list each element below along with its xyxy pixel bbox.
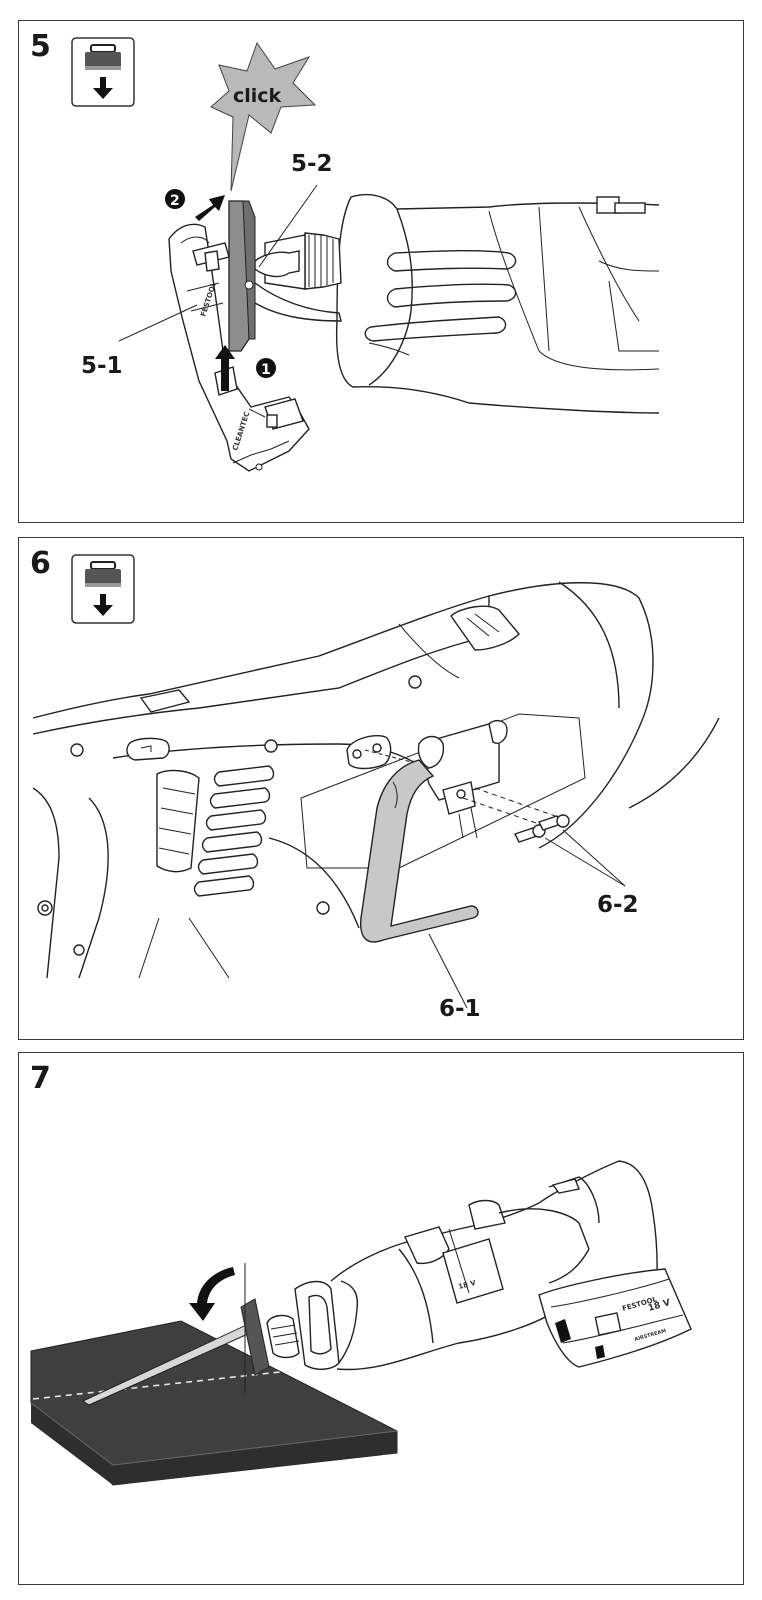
label-5-1: 5-1 — [81, 353, 123, 379]
label-6-1: 6-1 — [439, 996, 481, 1022]
battery-remove-icon — [71, 37, 135, 107]
saw-attachment-illustration: click FESTOOL CLEANTEC — [81, 41, 660, 472]
step-number: 6 — [30, 546, 51, 581]
label-5-2: 5-2 — [291, 151, 333, 177]
saw-handle-illustration: 6-2 6-1 — [32, 581, 720, 1022]
step-2-number: 2 — [170, 193, 180, 209]
panel-step-5: 5 click — [18, 20, 744, 523]
rotate-arrow-icon — [189, 1267, 235, 1321]
battery-remove-icon — [71, 554, 135, 624]
step-number: 5 — [30, 29, 51, 64]
bow-handle — [360, 759, 479, 943]
panel-step-6: 6 — [18, 537, 744, 1040]
step-number: 7 — [30, 1061, 51, 1096]
click-burst — [210, 41, 317, 192]
panel-step-7: 7 18 V — [18, 1052, 744, 1585]
label-6-2: 6-2 — [597, 892, 639, 918]
arrow-up-icon — [215, 345, 235, 391]
step-1-number: 1 — [261, 362, 271, 378]
arrow-diagonal-icon — [195, 195, 225, 221]
sawing-illustration: 18 V FESTOOL 18 V AIRSTREAM — [30, 1160, 692, 1486]
click-text: click — [233, 85, 282, 107]
